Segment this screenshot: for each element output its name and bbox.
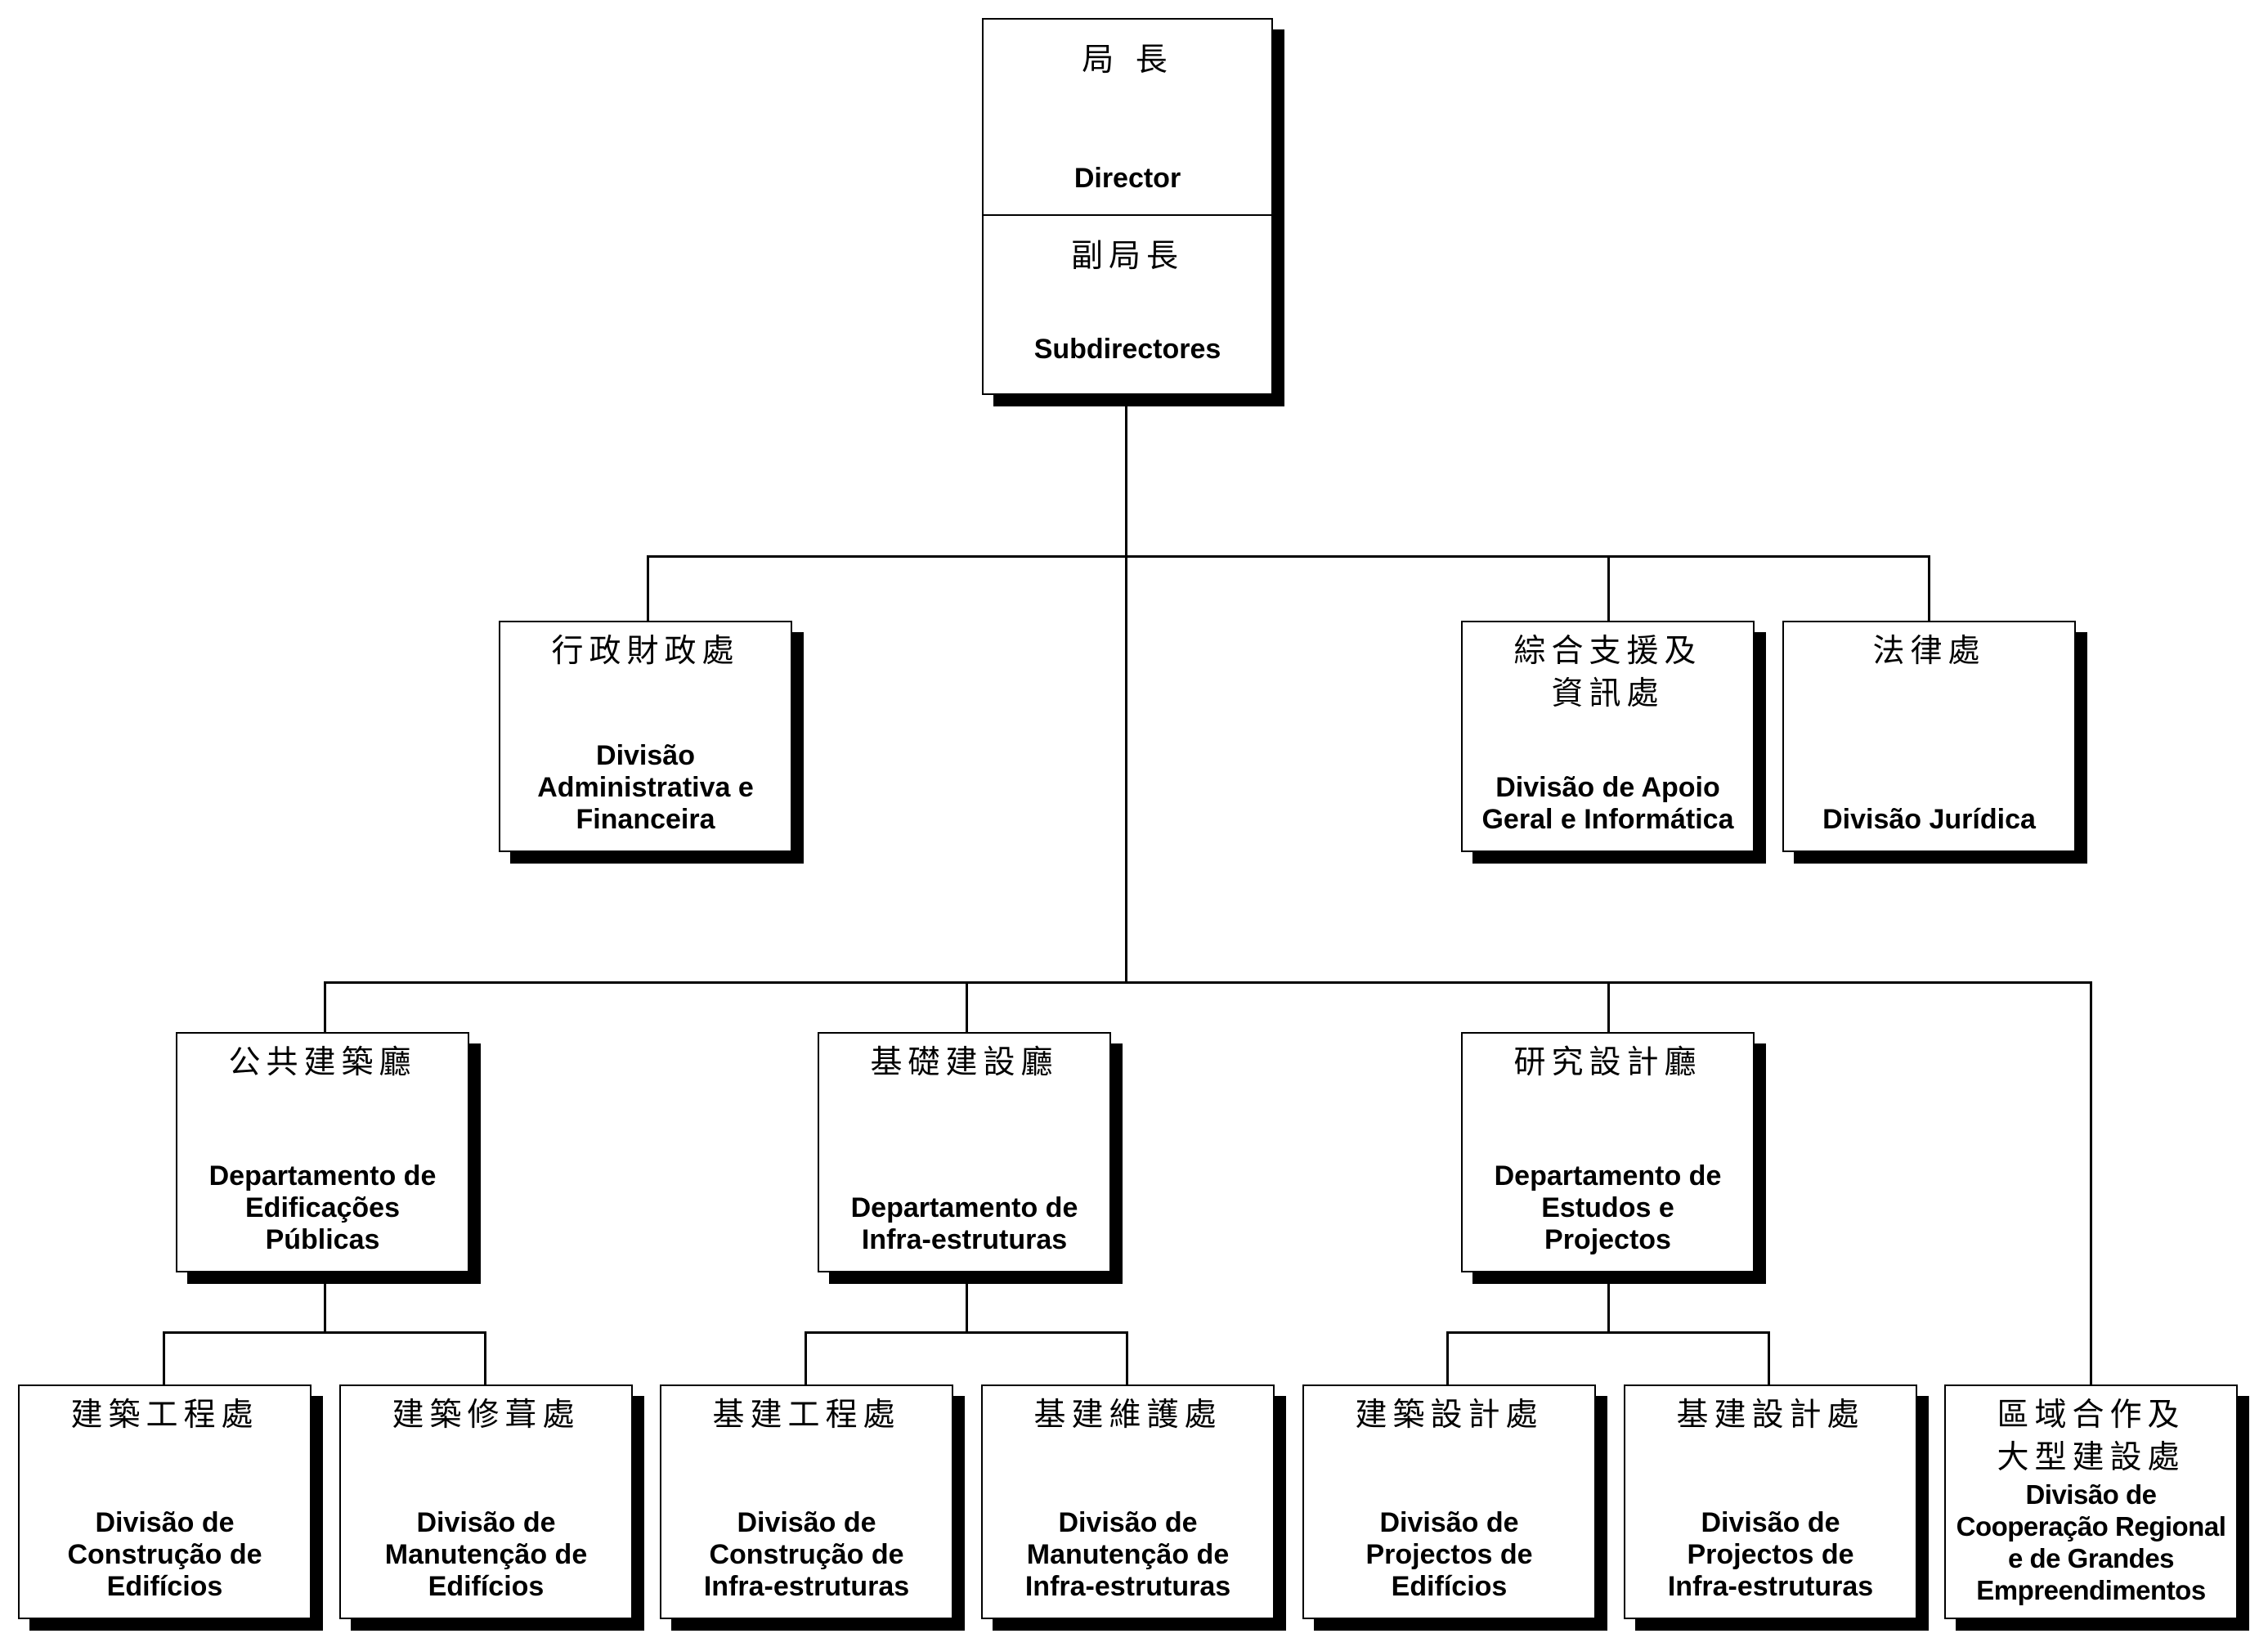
connector-line [1607, 555, 1610, 621]
connector-line [163, 1331, 486, 1334]
division-name-zh: 基建工程處 [712, 1397, 901, 1434]
connector-line [2090, 981, 2092, 1384]
division-name-pt: Divisão de Manutenção de Edifícios [384, 1507, 588, 1602]
division-name-pt: Divisão Administrativa e Financeira [537, 740, 754, 835]
connector-line [1126, 1331, 1128, 1384]
division-name-zh: 建築修葺處 [392, 1397, 580, 1434]
connector-line [1607, 1272, 1610, 1333]
connector-line [1607, 981, 1610, 1032]
division-name-zh: 區域合作及 大型建設處 [1997, 1397, 2185, 1476]
division-name-pt: Divisão Jurídica [1822, 804, 2036, 835]
division-box: 建築修葺處 Divisão de Manutenção de Edifícios [339, 1384, 633, 1619]
department-name-pt: Departamento de Edificações Públicas [208, 1160, 437, 1255]
division-box: 基建設計處 Divisão de Projectos de Infra-estr… [1624, 1384, 1917, 1619]
division-box: 法律處 Divisão Jurídica [1782, 621, 2076, 852]
connector-line [324, 1272, 326, 1333]
director-title-pt: Director [1073, 163, 1181, 194]
department-box: 公共建築廳 Departamento de Edificações Públic… [176, 1032, 469, 1272]
division-name-pt: Divisão de Cooperação Regional e de Gran… [1956, 1479, 2226, 1605]
division-name-zh: 綜合支援及 資訊處 [1513, 633, 1702, 712]
connector-line [805, 1331, 807, 1384]
director-title-zh: 局 長 [1082, 42, 1173, 79]
division-box: 行政財政處 Divisão Administrativa e Financeir… [499, 621, 792, 852]
division-name-pt: Divisão de Construção de Infra-estrutura… [703, 1507, 910, 1602]
division-name-zh: 行政財政處 [551, 633, 740, 670]
department-box: 研究設計廳 Departamento de Estudos e Projecto… [1461, 1032, 1755, 1272]
connector-line [324, 981, 326, 1032]
department-name-zh: 公共建築廳 [228, 1044, 417, 1081]
director-divider [984, 214, 1271, 216]
connector-line [1125, 395, 1127, 982]
department-name-pt: Departamento de Infra-estruturas [850, 1192, 1078, 1255]
deputy-title-pt: Subdirectores [1033, 334, 1221, 365]
division-name-pt: Divisão de Manutenção de Infra-estrutura… [1024, 1507, 1231, 1602]
connector-line [966, 1272, 968, 1333]
department-name-zh: 基礎建設廳 [870, 1044, 1059, 1081]
department-box: 基礎建設廳 Departamento de Infra-estruturas [818, 1032, 1111, 1272]
division-box: 基建維護處 Divisão de Manutenção de Infra-est… [981, 1384, 1275, 1619]
division-box: 基建工程處 Divisão de Construção de Infra-est… [660, 1384, 953, 1619]
division-name-pt: Divisão de Projectos de Edifícios [1365, 1507, 1533, 1602]
division-box: 區域合作及 大型建設處 Divisão de Cooperação Region… [1944, 1384, 2238, 1619]
director-box: 局 長 Director 副局長 Subdirectores [982, 18, 1273, 395]
division-box: 建築設計處 Divisão de Projectos de Edifícios [1302, 1384, 1596, 1619]
connector-line [1446, 1331, 1449, 1384]
division-box: 建築工程處 Divisão de Construção de Edifícios [18, 1384, 312, 1619]
division-box: 綜合支援及 資訊處 Divisão de Apoio Geral e Infor… [1461, 621, 1755, 852]
division-name-zh: 法律處 [1872, 633, 1986, 670]
connector-line [1446, 1331, 1770, 1334]
division-name-zh: 建築設計處 [1355, 1397, 1544, 1434]
connector-line [484, 1331, 486, 1384]
connector-line [647, 555, 1930, 558]
connector-line [324, 981, 2091, 984]
connector-line [163, 1331, 165, 1384]
division-name-zh: 建築工程處 [70, 1397, 259, 1434]
deputy-title-zh: 副局長 [1070, 238, 1184, 275]
division-name-pt: Divisão de Construção de Edifícios [67, 1507, 262, 1602]
connector-line [647, 555, 649, 621]
division-name-zh: 基建維護處 [1033, 1397, 1222, 1434]
connector-line [966, 981, 968, 1032]
connector-line [805, 1331, 1128, 1334]
connector-line [1768, 1331, 1770, 1384]
connector-line [1928, 555, 1930, 621]
division-name-pt: Divisão de Apoio Geral e Informática [1481, 772, 1734, 835]
division-name-zh: 基建設計處 [1676, 1397, 1865, 1434]
department-name-pt: Departamento de Estudos e Projectos [1494, 1160, 1722, 1255]
department-name-zh: 研究設計廳 [1513, 1044, 1702, 1081]
division-name-pt: Divisão de Projectos de Infra-estruturas [1667, 1507, 1874, 1602]
